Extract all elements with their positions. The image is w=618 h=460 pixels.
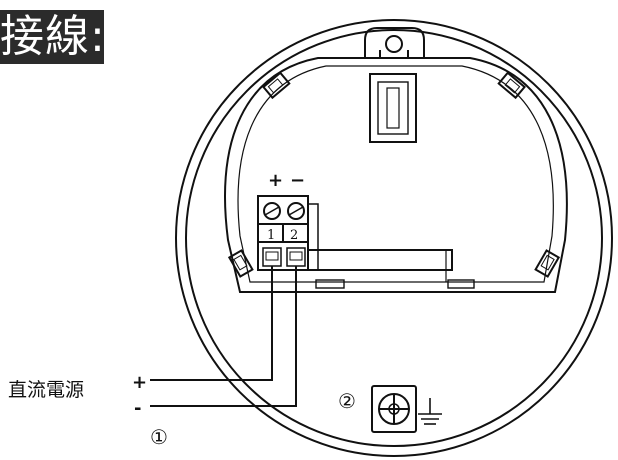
power-supply-label: 直流電源 xyxy=(8,379,84,401)
terminal-number-1: 1 xyxy=(267,228,275,243)
terminal-minus-label: − xyxy=(290,170,305,191)
latch-bottom-left xyxy=(227,249,254,278)
wire-positive xyxy=(150,266,273,381)
page-title: 接線: xyxy=(0,10,104,64)
latch-top-right xyxy=(497,71,526,100)
terminal-screw-2 xyxy=(287,202,305,220)
wire-plus-label: + xyxy=(132,372,147,393)
wire-minus-label: - xyxy=(134,398,141,419)
housing-inner-ring xyxy=(185,29,603,447)
cable-channel xyxy=(308,249,453,271)
top-mounting-tab xyxy=(364,27,425,58)
terminal-screw-1 xyxy=(263,202,281,220)
marker-2: ② xyxy=(338,389,356,413)
ground-terminal xyxy=(371,385,417,433)
electronics-enclosure xyxy=(224,57,568,293)
tab-hole xyxy=(385,35,403,53)
marker-1: ① xyxy=(150,425,168,449)
latch-bottom-right xyxy=(534,249,561,278)
terminal-number-2: 2 xyxy=(290,228,298,243)
latch-top-left xyxy=(262,71,291,100)
service-connector xyxy=(369,73,417,143)
wire-negative xyxy=(150,266,297,407)
ground-symbol xyxy=(418,398,442,425)
terminal-plus-label: + xyxy=(268,170,283,191)
housing-outer-ring xyxy=(175,19,613,457)
